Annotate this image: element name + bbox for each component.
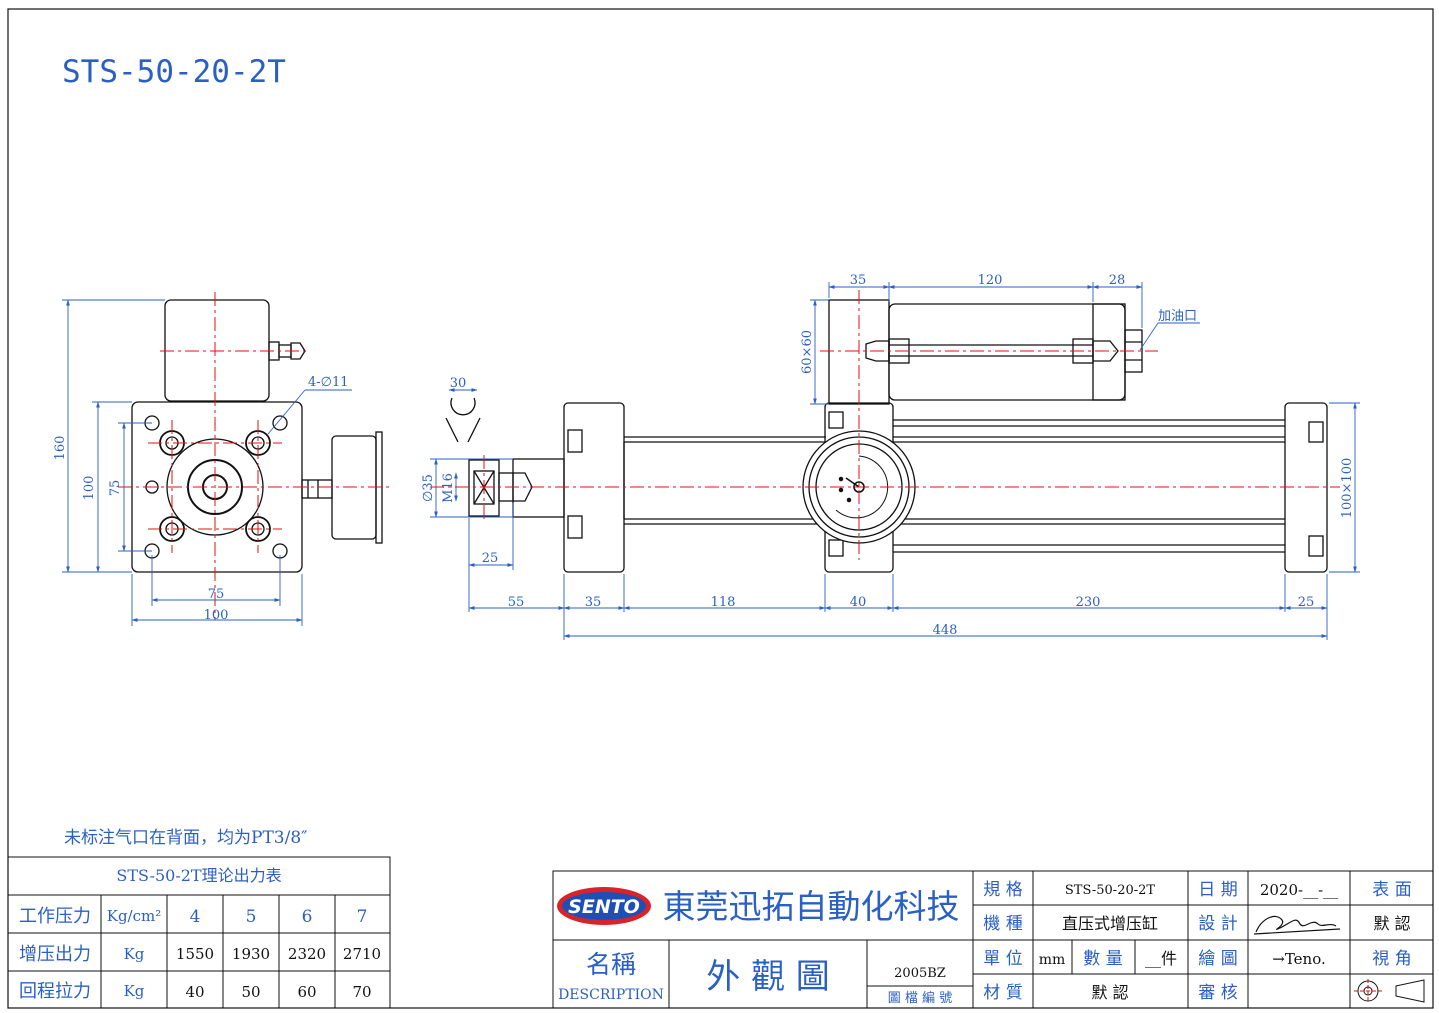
material-label: 材 質 — [983, 983, 1022, 1003]
designer-signature — [1253, 915, 1341, 935]
logo-text: SENTO — [568, 896, 640, 918]
cell-pressure-4: 4 — [190, 907, 201, 927]
spec-value: STS-50-20-2T — [1065, 883, 1155, 898]
dim-wrench: 30 — [450, 376, 467, 391]
cell-boost-1: 1550 — [176, 945, 214, 963]
mount-holes — [144, 415, 288, 559]
cell-return-2: 50 — [241, 983, 260, 1001]
spec-label: 規 格 — [983, 880, 1022, 900]
sento-logo: SENTO — [557, 887, 651, 925]
dim-height-total: 160 — [53, 436, 68, 461]
dim-seg3: 118 — [711, 595, 736, 610]
front-view — [445, 299, 1328, 573]
sheet-border — [7, 8, 1434, 1009]
unit-value: mm — [1039, 952, 1066, 968]
dim-thread-len: 25 — [482, 551, 499, 566]
qty-label: 數 量 — [1083, 949, 1122, 969]
cell-boost-4: 2710 — [343, 945, 381, 963]
dim-thread: M16 — [441, 473, 456, 503]
cell-pressure-7: 7 — [357, 907, 368, 927]
piston-rod — [512, 458, 565, 518]
force-table-title: STS-50-2T理论出力表 — [116, 866, 281, 885]
surface-label: 表 面 — [1372, 880, 1411, 900]
drawing-name: 外 觀 圖 — [706, 957, 830, 997]
dim-overall: 448 — [933, 623, 958, 638]
drawing-title: STS-50-20-2T — [62, 54, 286, 90]
cell-return-1: 40 — [185, 983, 204, 1001]
view-label: 視 角 — [1372, 949, 1411, 969]
dim-tank-section: 60×60 — [800, 330, 815, 374]
review-label: 審 核 — [1198, 983, 1237, 1003]
row-unit-boost: Kg — [124, 945, 145, 963]
dim-tank-right: 28 — [1109, 273, 1126, 288]
row-label-pressure: 工作压力 — [19, 906, 91, 927]
dim-body-section: 100×100 — [1340, 458, 1355, 519]
port-note: 未标注气口在背面，均为PT3/8″ — [64, 828, 308, 848]
design-label: 設 計 — [1198, 914, 1237, 934]
surface-value: 默 認 — [1373, 914, 1410, 933]
row-label-boost: 增压出力 — [19, 944, 91, 965]
dim-holes: 4-∅11 — [308, 375, 349, 390]
side-view — [131, 299, 383, 573]
row-unit-return: Kg — [124, 982, 145, 1000]
projection-symbol-icon — [1354, 979, 1425, 1003]
drawing-number: 2005BZ — [894, 966, 946, 981]
model-label: 機 種 — [983, 914, 1022, 934]
dim-seg5: 230 — [1076, 595, 1101, 610]
model-value: 直压式增压缸 — [1062, 914, 1158, 933]
qty-value: __件 — [1145, 949, 1177, 968]
dim-seg2: 35 — [585, 595, 602, 610]
cell-return-4: 70 — [352, 983, 371, 1001]
force-table: STS-50-2T理论出力表 工作压力 Kg/cm² 4 5 6 7 增压出力 … — [7, 856, 391, 1009]
material-value: 默 認 — [1091, 983, 1128, 1002]
dim-seg4: 40 — [850, 595, 867, 610]
cell-pressure-5: 5 — [246, 907, 257, 927]
date-value: 2020-__-__ — [1260, 881, 1339, 899]
cell-pressure-6: 6 — [302, 907, 313, 927]
dim-hole-pitch-h: 75 — [208, 587, 225, 602]
name-label: 名稱 — [586, 950, 636, 979]
title-block: SENTO 東莞迅拓自動化科技 名稱 DESCRIPTION 外 觀 圖 200… — [552, 870, 1434, 1009]
drawn-label: 繪 圖 — [1198, 949, 1237, 969]
oil-port-label: 加油口 — [1158, 309, 1197, 324]
oil-tank — [888, 303, 1126, 401]
cell-return-3: 60 — [297, 983, 316, 1001]
name-label-en: DESCRIPTION — [558, 987, 664, 1003]
dim-hole-pitch-v: 75 — [108, 480, 123, 497]
dim-width-plate: 100 — [204, 608, 229, 623]
dim-tank-mid: 120 — [978, 273, 1003, 288]
date-label: 日 期 — [1198, 880, 1237, 900]
unit-label: 單 位 — [983, 949, 1022, 969]
cell-boost-3: 2320 — [288, 945, 326, 963]
row-unit-pressure: Kg/cm² — [107, 907, 162, 925]
dim-rod-dia: ∅35 — [421, 474, 436, 502]
row-label-return: 回程拉力 — [19, 981, 91, 1002]
dim-seg1: 55 — [508, 595, 525, 610]
dim-height-plate: 100 — [82, 476, 97, 501]
dim-seg6: 25 — [1298, 595, 1315, 610]
drawn-value: →Teno. — [1272, 950, 1325, 968]
cell-boost-2: 1930 — [232, 945, 270, 963]
dim-tank-left: 35 — [850, 273, 867, 288]
drawing-number-label: 圖 檔 編 號 — [888, 990, 952, 1006]
company-name: 東莞迅拓自動化科技 — [663, 887, 960, 926]
